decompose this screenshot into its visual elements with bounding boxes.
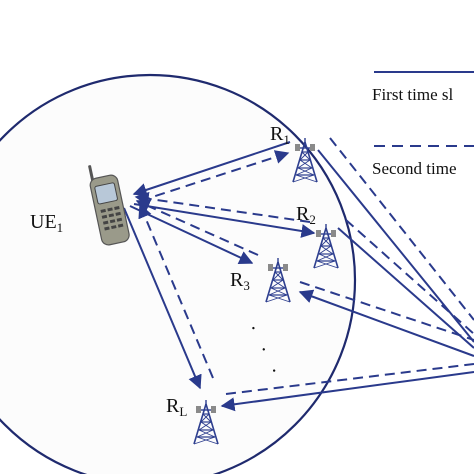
link-r3-bs-dashed [299,281,474,341]
relay-label-r1: R1 [270,123,290,147]
link-ue-r1-solid [132,141,291,197]
ue-label: UE1 [30,211,63,235]
legend: First time sl Second time [372,71,474,178]
link-ue-r2-dashed [134,191,311,223]
link-rl-bs-solid [220,371,474,412]
link-r1-bs-dashed [329,137,474,321]
link-ue-r1-dashed [139,150,290,202]
link-ue-r3-dashed [135,199,259,256]
link-ue-rl-solid [123,207,202,390]
link-ue-r2-solid [133,203,316,238]
cell-boundary [0,73,357,474]
relay-label-rl: RL [166,395,187,419]
link-r2-bs-dashed [345,219,474,335]
links [123,137,474,412]
ue-phone-icon [88,165,130,246]
legend-dashed-label: Second time [372,159,457,178]
relay-label-r3: R3 [230,269,250,293]
link-r3-bs-solid [298,289,474,357]
relay-label-r2: R2 [296,203,316,227]
legend-solid-label: First time sl [372,85,454,104]
link-rl-bs-dashed [225,363,474,395]
link-r2-bs-solid [337,227,474,349]
